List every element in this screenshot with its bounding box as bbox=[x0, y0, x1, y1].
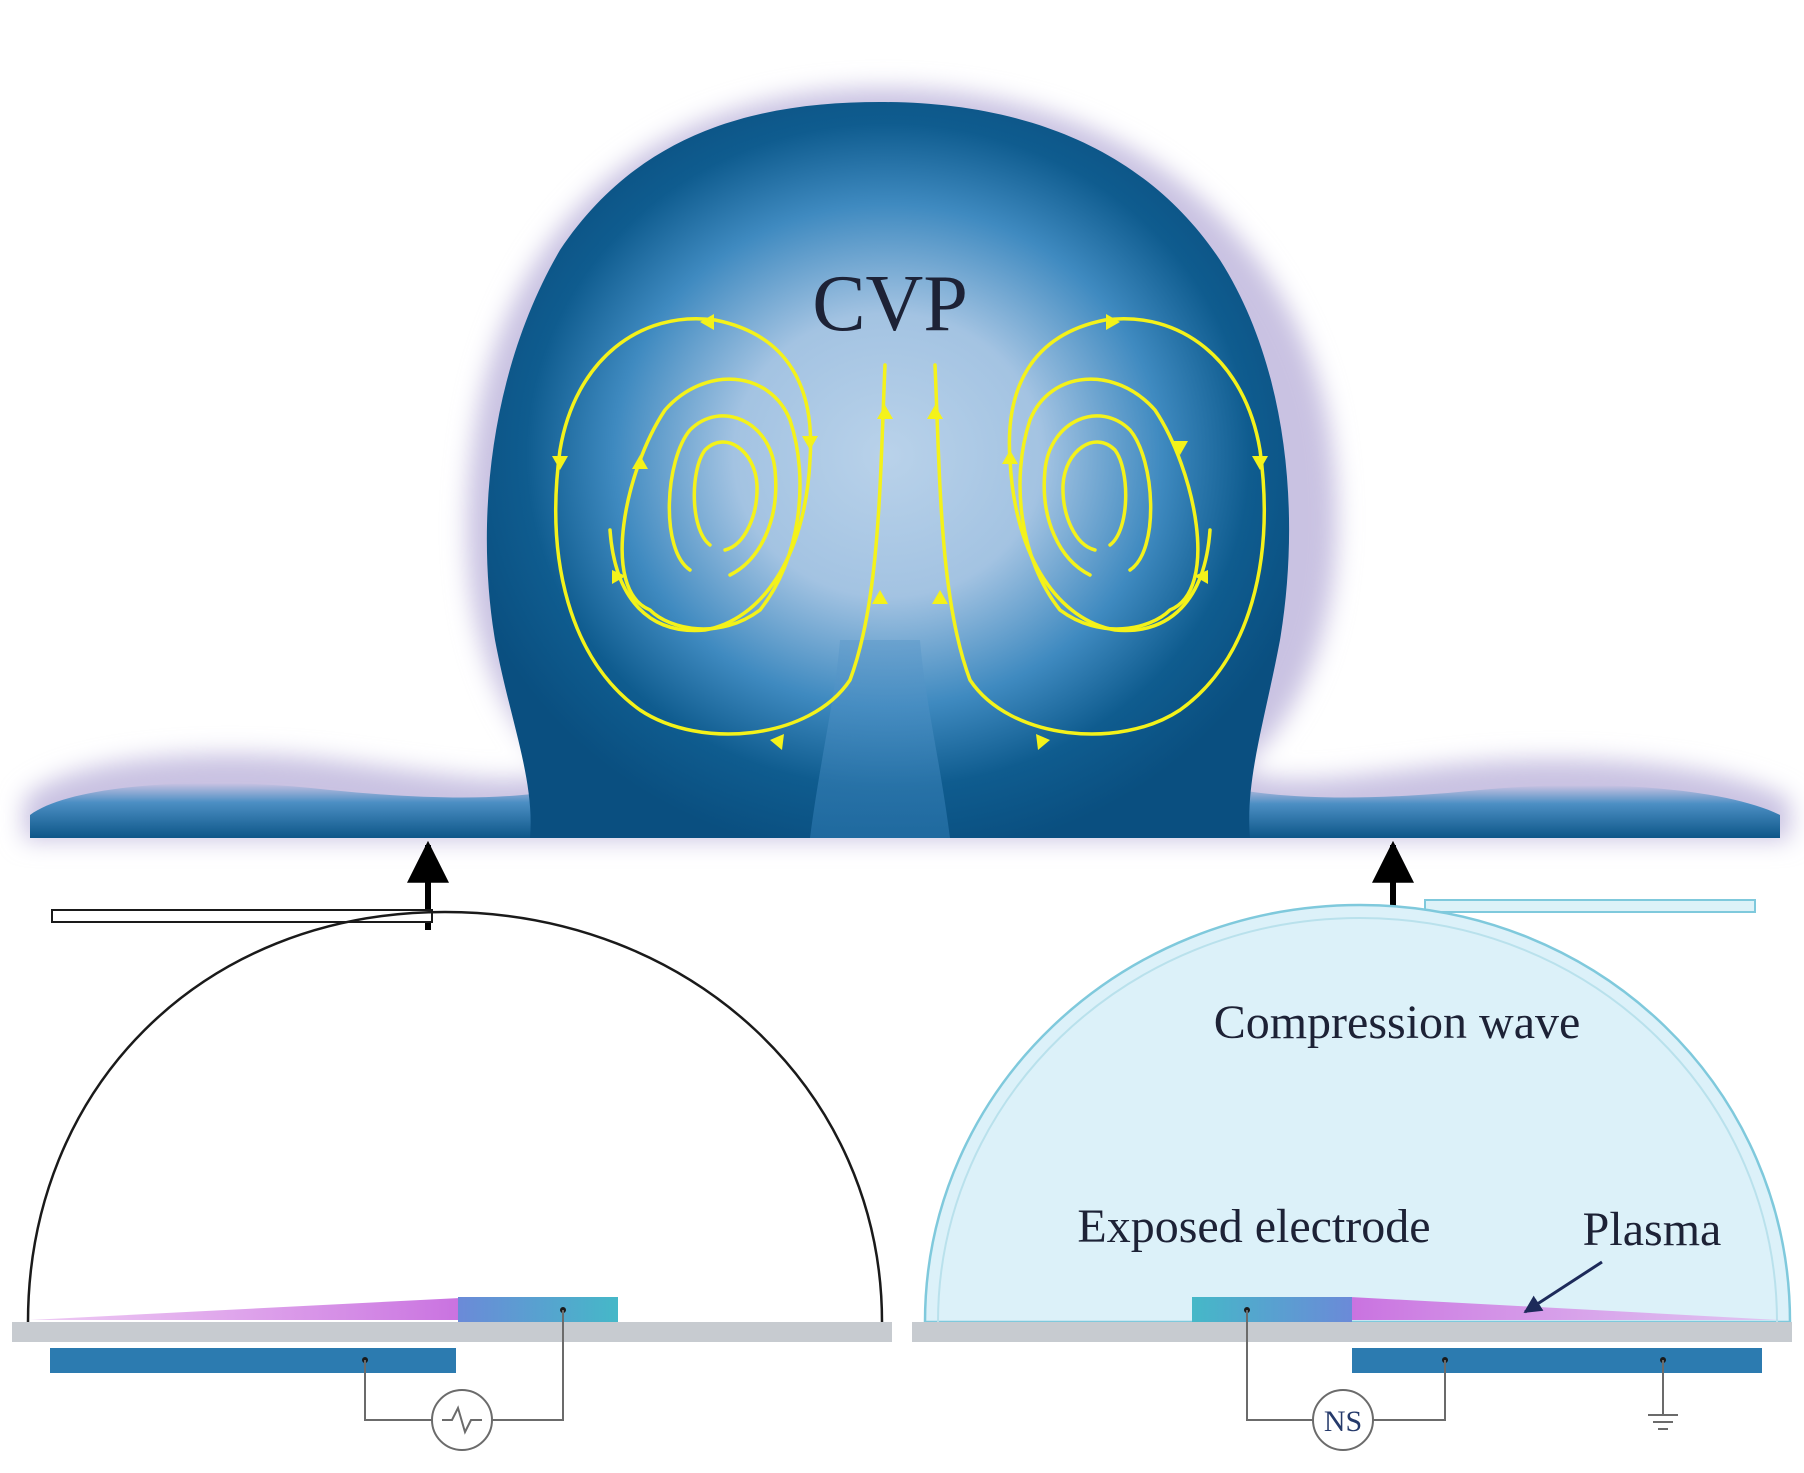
left-dielectric bbox=[12, 1322, 892, 1342]
left-actuator-panel bbox=[12, 909, 892, 1451]
cvp-label: CVP bbox=[812, 260, 968, 348]
flow-arrowhead bbox=[1194, 570, 1208, 584]
left-outer-streamline bbox=[554, 317, 887, 736]
upward-arrows bbox=[407, 840, 1414, 930]
flow-arrowhead bbox=[872, 590, 888, 604]
left-vortex-streamlines bbox=[554, 317, 887, 736]
plasma-pointer-arrow bbox=[1523, 1260, 1603, 1314]
streamline-arrowheads bbox=[552, 314, 1268, 750]
flow-arrowhead bbox=[632, 455, 648, 469]
ground-icon bbox=[1648, 1360, 1678, 1430]
left-mid-streamline bbox=[620, 377, 802, 631]
left-plasma bbox=[30, 1298, 460, 1320]
flow-arrowhead bbox=[1106, 314, 1120, 330]
right-core-streamline bbox=[1061, 440, 1128, 552]
right-circuit-wire bbox=[1246, 1310, 1313, 1421]
vortex-right-arm bbox=[1180, 785, 1780, 838]
left-covered-electrode bbox=[50, 1348, 456, 1373]
right-outer-streamline bbox=[933, 317, 1266, 736]
left-reference-bar bbox=[51, 909, 433, 923]
right-vortex-streamlines bbox=[933, 317, 1266, 736]
left-inner-streamline bbox=[667, 414, 778, 577]
plasma-label: Plasma bbox=[1583, 1203, 1722, 1256]
left-circuit-wire bbox=[364, 1360, 432, 1421]
right-mid-streamline bbox=[1018, 377, 1200, 631]
flow-arrowhead bbox=[802, 436, 818, 450]
vortex-field bbox=[24, 87, 1790, 841]
compression-wave-inner-edge bbox=[937, 916, 1778, 1323]
flow-arrowhead bbox=[1002, 450, 1018, 464]
flow-arrowhead bbox=[1036, 734, 1050, 750]
compression-wave-label: Compression wave bbox=[1214, 996, 1581, 1049]
flow-arrowhead bbox=[1252, 456, 1268, 470]
vortex-core bbox=[486, 102, 1290, 838]
ns-source-icon bbox=[1312, 1389, 1374, 1451]
left-wavefront bbox=[26, 910, 884, 1323]
right-inner-streamline bbox=[1042, 414, 1153, 577]
flow-arrowhead bbox=[552, 456, 568, 470]
right-circuit-wire bbox=[1373, 1360, 1446, 1421]
flow-arrowhead bbox=[700, 314, 714, 330]
right-dielectric bbox=[912, 1322, 1792, 1342]
flow-arrowhead bbox=[770, 734, 784, 750]
ns-source-label: NS bbox=[1324, 1405, 1362, 1438]
right-exposed-electrode bbox=[1192, 1297, 1352, 1322]
left-circuit-wire bbox=[492, 1310, 564, 1421]
flow-arrowhead bbox=[877, 405, 893, 419]
right-plasma bbox=[1350, 1297, 1780, 1320]
flow-arrowhead bbox=[612, 570, 626, 584]
flow-arrowhead bbox=[1172, 441, 1188, 455]
flow-arrowhead bbox=[927, 405, 943, 419]
left-core-streamline bbox=[692, 440, 759, 552]
compression-wave-dome bbox=[923, 903, 1792, 1324]
right-reference-bar bbox=[1424, 899, 1756, 913]
left-exposed-electrode bbox=[458, 1297, 618, 1322]
ac-waveform-icon bbox=[442, 1405, 482, 1435]
vortex-left-arm bbox=[30, 783, 620, 838]
right-actuator-panel: NS Compression wave Exposed electrode Pl… bbox=[912, 899, 1792, 1451]
flow-arrowhead bbox=[932, 590, 948, 604]
right-covered-electrode bbox=[1352, 1348, 1762, 1373]
exposed-electrode-label: Exposed electrode bbox=[1077, 1200, 1430, 1253]
